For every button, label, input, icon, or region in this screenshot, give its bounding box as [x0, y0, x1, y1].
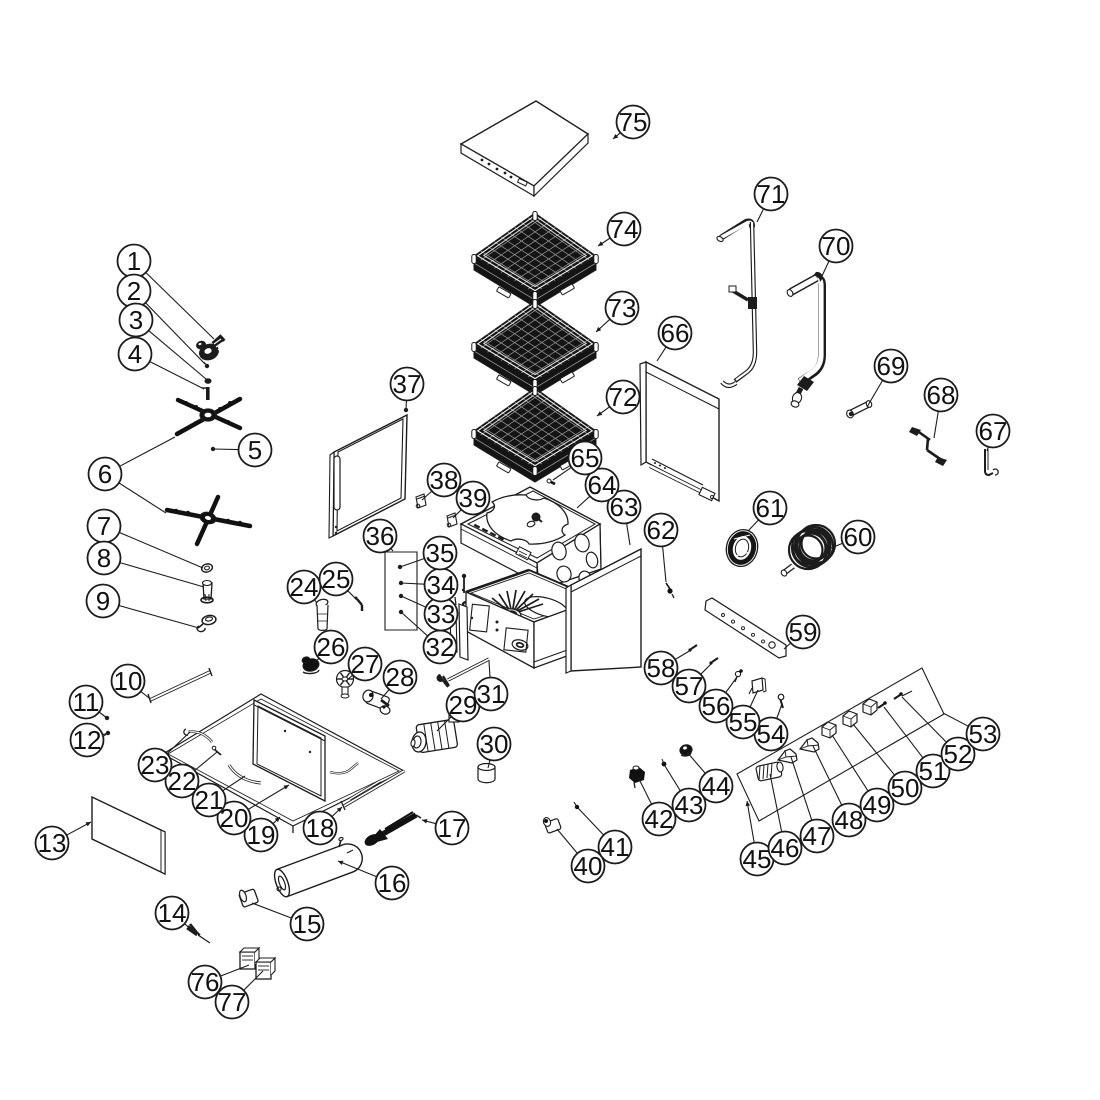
- svg-text:1: 1: [127, 246, 141, 276]
- svg-text:64: 64: [588, 470, 617, 500]
- svg-text:55: 55: [729, 707, 758, 737]
- svg-text:34: 34: [427, 570, 456, 600]
- svg-text:71: 71: [757, 179, 786, 209]
- svg-text:76: 76: [191, 967, 220, 997]
- svg-text:73: 73: [608, 293, 637, 323]
- svg-text:38: 38: [430, 465, 459, 495]
- svg-text:43: 43: [675, 790, 704, 820]
- svg-text:45: 45: [743, 844, 772, 874]
- svg-text:29: 29: [449, 690, 478, 720]
- svg-text:66: 66: [661, 318, 690, 348]
- svg-text:46: 46: [771, 833, 800, 863]
- svg-text:9: 9: [96, 586, 110, 616]
- svg-text:28: 28: [386, 662, 415, 692]
- svg-text:58: 58: [647, 653, 676, 683]
- svg-text:54: 54: [757, 719, 786, 749]
- svg-text:57: 57: [675, 671, 704, 701]
- svg-text:18: 18: [306, 813, 335, 843]
- svg-text:36: 36: [366, 521, 395, 551]
- svg-text:74: 74: [610, 214, 639, 244]
- svg-text:56: 56: [702, 691, 731, 721]
- svg-text:75: 75: [619, 107, 648, 137]
- svg-text:21: 21: [195, 785, 224, 815]
- svg-text:62: 62: [647, 515, 676, 545]
- svg-text:44: 44: [702, 771, 731, 801]
- svg-text:60: 60: [844, 522, 873, 552]
- svg-text:41: 41: [601, 832, 630, 862]
- svg-text:50: 50: [891, 773, 920, 803]
- svg-text:23: 23: [141, 750, 170, 780]
- svg-text:25: 25: [322, 564, 351, 594]
- svg-text:12: 12: [73, 725, 102, 755]
- svg-text:72: 72: [609, 382, 638, 412]
- svg-text:68: 68: [927, 380, 956, 410]
- svg-text:33: 33: [427, 599, 456, 629]
- svg-text:26: 26: [317, 632, 346, 662]
- svg-text:37: 37: [393, 369, 422, 399]
- svg-text:59: 59: [789, 617, 818, 647]
- svg-text:7: 7: [97, 511, 111, 541]
- svg-text:10: 10: [114, 666, 143, 696]
- svg-text:3: 3: [129, 305, 143, 335]
- svg-text:70: 70: [822, 231, 851, 261]
- svg-text:32: 32: [426, 632, 455, 662]
- svg-text:31: 31: [477, 679, 506, 709]
- svg-text:8: 8: [97, 543, 111, 573]
- svg-text:48: 48: [835, 805, 864, 835]
- svg-text:77: 77: [218, 987, 247, 1017]
- svg-text:47: 47: [803, 821, 832, 851]
- svg-text:15: 15: [293, 909, 322, 939]
- svg-text:17: 17: [438, 813, 467, 843]
- svg-text:13: 13: [38, 828, 67, 858]
- svg-text:4: 4: [128, 339, 142, 369]
- svg-text:16: 16: [378, 868, 407, 898]
- svg-text:30: 30: [480, 729, 509, 759]
- svg-text:5: 5: [248, 435, 262, 465]
- svg-text:39: 39: [459, 483, 488, 513]
- svg-text:52: 52: [944, 739, 973, 769]
- svg-text:67: 67: [979, 416, 1008, 446]
- svg-text:65: 65: [571, 443, 600, 473]
- svg-text:22: 22: [168, 766, 197, 796]
- svg-text:35: 35: [426, 538, 455, 568]
- svg-text:2: 2: [127, 276, 141, 306]
- svg-text:6: 6: [98, 459, 112, 489]
- svg-text:42: 42: [645, 804, 674, 834]
- svg-text:19: 19: [247, 820, 276, 850]
- svg-text:69: 69: [877, 351, 906, 381]
- svg-text:61: 61: [756, 493, 785, 523]
- svg-text:14: 14: [158, 898, 187, 928]
- svg-text:53: 53: [969, 719, 998, 749]
- svg-text:11: 11: [73, 687, 100, 717]
- svg-text:27: 27: [351, 649, 380, 679]
- svg-text:24: 24: [290, 572, 319, 602]
- svg-text:49: 49: [863, 790, 892, 820]
- svg-text:40: 40: [574, 851, 603, 881]
